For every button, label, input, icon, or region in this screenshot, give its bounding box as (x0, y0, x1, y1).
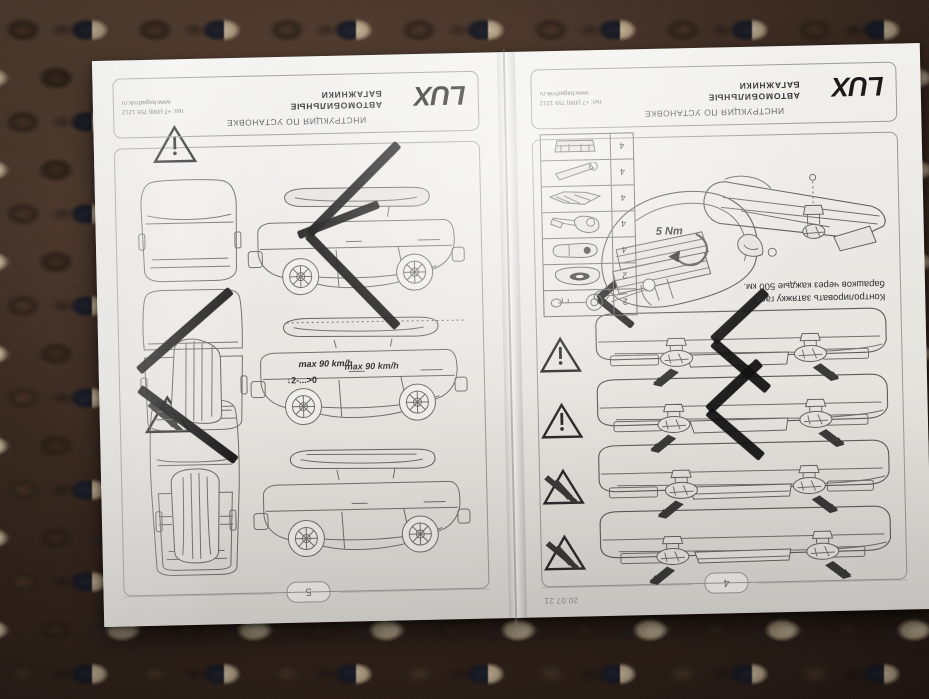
footer-phone: тел: +7 (499) 755 1212 (121, 107, 184, 115)
parts-table: 2 2 4 (539, 132, 638, 318)
svg-text:5 Nm: 5 Nm (656, 225, 683, 238)
footer-contact: тел: +7 (499) 755 1212 www.bagazhnik.ru (540, 87, 602, 106)
footer-product-line-2: БАГАЖНИКИ (320, 88, 382, 101)
bolt-icon (543, 238, 613, 264)
table-row: 4 (541, 158, 634, 187)
part-quantity: 4 (610, 159, 634, 185)
table-row: 4 (542, 210, 635, 239)
clamp-hook-icon (542, 212, 612, 238)
paper-manual-sheet: 5 (91, 43, 929, 638)
part-quantity: 2 (612, 263, 637, 289)
table-row: 2 (543, 262, 637, 291)
allen-key-icon (541, 160, 611, 186)
label-overhang: ↓2-...>0 (286, 374, 318, 386)
part-quantity: 4 (610, 185, 635, 211)
rubber-pad-icon (541, 134, 611, 160)
part-quantity: 2 (613, 289, 637, 315)
figure-car-top-open-boot (138, 179, 242, 283)
prohibited-triangle-icon (544, 534, 587, 571)
table-row: 4 (541, 133, 634, 160)
table-row: 4 (542, 236, 636, 265)
figure-car-side-overhang-limit: max 90 km/h (250, 316, 468, 426)
footer-contact: тел: +7 (499) 755 1212 www.bagazhnik.ru (122, 96, 184, 115)
label-max-speed: max 90 km/h (298, 357, 353, 370)
date-stamp: 20.07.21 (543, 595, 579, 606)
manual-page-right: 4 20.07.21 (516, 43, 926, 618)
info-triangle-icon (541, 402, 584, 439)
lock-cover-icon (543, 264, 613, 290)
key-icon (544, 290, 614, 316)
table-row: 4 (541, 184, 635, 213)
footer-product-line-1: АВТОМОБИЛЬНЫЕ (707, 90, 800, 103)
info-triangle-icon (539, 336, 582, 373)
bracket-plate-icon (542, 186, 612, 212)
footer-phone: тел: +7 (499) 755 1212 (539, 97, 602, 106)
footer-product-line-2: БАГАЖНИКИ (738, 79, 800, 91)
figure-car-side-with-roofbox-ok (253, 448, 471, 558)
footer-product-line-1: АВТОМОБИЛЬНЫЕ (289, 99, 383, 112)
part-quantity: 4 (611, 211, 635, 237)
brand-logo: LUX (414, 79, 467, 112)
figure-crossbar-on-rails-correct-1 (599, 505, 892, 585)
right-footer-frame: ИНСТРУКЦИЯ ПО УСТАНОВКЕ LUX АВТОМОБИЛЬНЫ… (530, 61, 898, 130)
part-quantity: 4 (611, 237, 636, 263)
figure-crossbar-exploded-assembly (703, 173, 886, 257)
manual-page-left: 5 (98, 52, 508, 627)
brand-logo: LUX (832, 70, 884, 102)
svg-text:max 90 km/h: max 90 km/h (345, 360, 400, 371)
table-row: 2 (544, 288, 637, 317)
footer-product-name: АВТОМОБИЛЬНЫЕ БАГАЖНИКИ (289, 88, 383, 112)
footer-instruction-title: ИНСТРУКЦИЯ ПО УСТАНОВКЕ (226, 115, 367, 129)
footer-instruction-title: ИНСТРУКЦИЯ ПО УСТАНОВКЕ (644, 106, 785, 120)
footer-product-name: АВТОМОБИЛЬНЫЕ БАГАЖНИКИ (707, 79, 800, 103)
part-quantity: 4 (609, 133, 634, 159)
prohibited-triangle-icon (542, 468, 585, 505)
left-footer-frame: ИНСТРУКЦИЯ ПО УСТАНОВКЕ LUX АВТОМОБИЛЬНЫ… (112, 70, 480, 139)
